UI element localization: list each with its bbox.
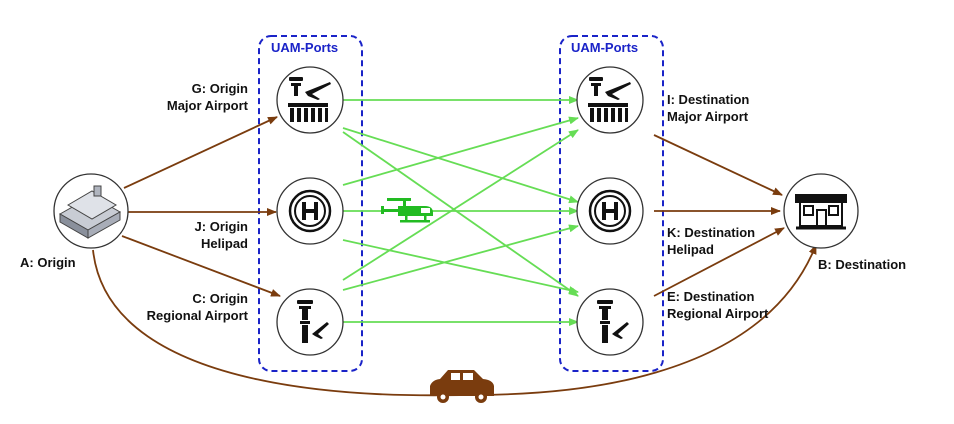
destination-regional-airport-label: E: Destination Regional Airport (667, 288, 768, 322)
destination-uam-ports-group (559, 35, 664, 372)
building-icon (795, 194, 847, 230)
origin-regional-airport-node (276, 288, 344, 356)
airport-terminal-icon (588, 77, 631, 122)
origin-uam-ports-title: UAM-Ports (271, 40, 339, 55)
origin-helipad-label: J: Origin Helipad (195, 218, 248, 252)
ground-link-a-g (123, 116, 278, 189)
air-link-j-e (342, 239, 579, 294)
ground-link-i-b (653, 134, 783, 196)
origin-major-airport-node (276, 66, 344, 134)
origin-label: A: Origin (20, 255, 76, 270)
destination-major-airport-label-line2: Major Airport (667, 109, 749, 124)
car-icon (430, 370, 494, 403)
origin-major-airport-label-line1: G: Origin (191, 81, 248, 96)
origin-helipad-label-line1: J: Origin (194, 219, 248, 234)
helicopter-icon (381, 198, 433, 223)
destination-regional-airport-label-line2: Regional Airport (667, 306, 769, 321)
control-tower-plane-icon (297, 300, 329, 343)
destination-uam-ports-title: UAM-Ports (571, 40, 639, 55)
destination-helipad-label-line1: K: Destination (667, 225, 756, 240)
destination-major-airport-label-line1: I: Destination (667, 92, 750, 107)
air-link-g-e (342, 131, 579, 297)
house-icon (58, 185, 122, 239)
destination-major-airport-node (576, 66, 644, 134)
ground-link-a-c (121, 235, 281, 297)
origin-helipad-label-line2: Helipad (201, 236, 248, 251)
air-link-c-i (342, 129, 579, 281)
origin-regional-airport-label: C: Origin Regional Airport (147, 290, 248, 324)
air-link-c-k (342, 224, 579, 291)
ground-link-e-b (653, 227, 785, 297)
helipad-icon (288, 189, 332, 233)
airport-terminal-icon (288, 77, 331, 122)
origin-regional-airport-label-line2: Regional Airport (146, 308, 248, 323)
destination-node (783, 173, 859, 249)
air-link-g-k (342, 127, 579, 204)
origin-uam-ports-group (258, 35, 363, 372)
air-links (342, 96, 579, 326)
destination-regional-airport-node (576, 288, 644, 356)
origin-regional-airport-label-line1: C: Origin (192, 291, 248, 306)
destination-helipad-label-line2: Helipad (667, 242, 714, 257)
destination-regional-airport-label-line1: E: Destination (667, 289, 755, 304)
destination-label: B: Destination (818, 257, 907, 272)
air-link-j-i (342, 116, 579, 186)
origin-major-airport-label: G: Origin Major Airport (167, 80, 248, 114)
origin-major-airport-label-line2: Major Airport (166, 98, 248, 113)
helipad-icon (588, 189, 632, 233)
control-tower-plane-icon (597, 300, 629, 343)
origin-node (53, 173, 129, 249)
origin-helipad-node (276, 177, 344, 245)
destination-helipad-node (576, 177, 644, 245)
destination-helipad-label: K: Destination Helipad (667, 224, 755, 258)
destination-major-airport-label: I: Destination Major Airport (667, 91, 749, 125)
